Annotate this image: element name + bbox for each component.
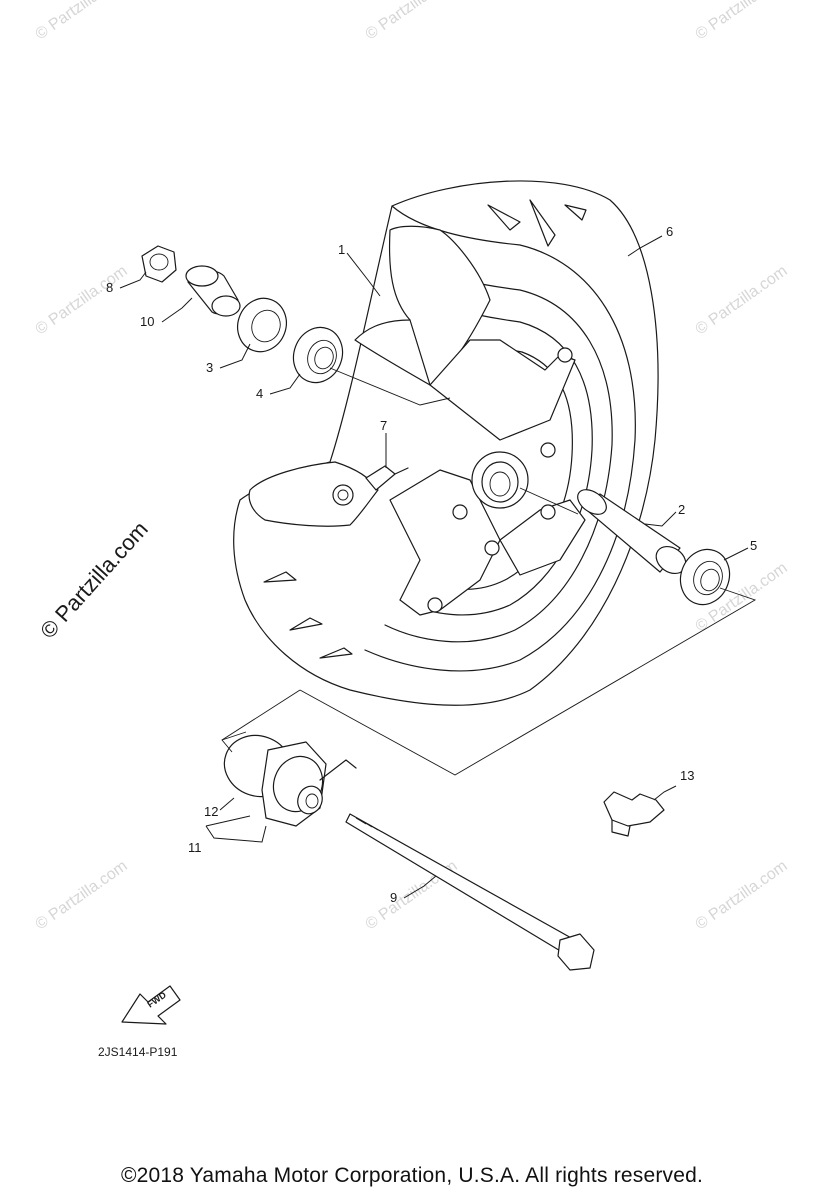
- part-8-nut: [141, 245, 177, 283]
- part-7-valve: [365, 465, 409, 491]
- callout-11[interactable]: 11: [188, 815, 267, 855]
- callout-label: 9: [390, 890, 397, 905]
- callout-label: 5: [750, 538, 757, 553]
- watermark-main: © Partzilla.com: [35, 516, 153, 643]
- callout-label: 4: [256, 386, 263, 401]
- callout-9[interactable]: 9: [390, 875, 437, 905]
- callout-label: 12: [204, 804, 218, 819]
- part-2-spacer: [577, 489, 687, 575]
- callout-12[interactable]: 12: [204, 797, 235, 819]
- copyright-notice: ©2018 Yamaha Motor Corporation, U.S.A. A…: [120, 1164, 704, 1187]
- callout-4[interactable]: 4: [256, 373, 301, 401]
- part-4-bearing: [292, 326, 344, 384]
- callout-label: 3: [206, 360, 213, 375]
- callout-10[interactable]: 10: [140, 297, 193, 329]
- assembly-guidelines: [221, 367, 757, 776]
- watermark: © Partzilla.com: [363, 0, 461, 43]
- callout-13[interactable]: 13: [653, 768, 694, 801]
- callout-label: 2: [678, 502, 685, 517]
- watermark: © Partzilla.com: [693, 858, 791, 934]
- callout-6[interactable]: 6: [627, 224, 673, 257]
- part-10-collar: [185, 265, 241, 317]
- watermark: © Partzilla.com: [33, 263, 131, 339]
- callout-label: 11: [188, 840, 202, 855]
- callout-label: 1: [338, 242, 345, 257]
- diagram-code: 2JS1414-P191: [98, 1045, 178, 1059]
- callout-8[interactable]: 8: [106, 271, 147, 295]
- watermark: © Partzilla.com: [33, 0, 131, 43]
- watermark: © Partzilla.com: [693, 263, 791, 339]
- callout-2[interactable]: 2: [644, 502, 685, 527]
- part-13-clip: [603, 791, 665, 837]
- fwd-arrow-icon: FWD: [121, 985, 181, 1025]
- part-11-12-gear-unit: [223, 734, 357, 827]
- part-5-bearing: [679, 548, 731, 606]
- wheel-drawing: [233, 180, 659, 706]
- watermark: © Partzilla.com: [693, 0, 791, 43]
- callout-label: 13: [680, 768, 694, 783]
- callout-7[interactable]: 7: [380, 418, 387, 468]
- callout-label: 8: [106, 280, 113, 295]
- callout-label: 10: [140, 314, 154, 329]
- callout-label: 6: [666, 224, 673, 239]
- callout-5[interactable]: 5: [723, 538, 757, 561]
- watermark: © Partzilla.com: [33, 858, 131, 934]
- part-3-oil-seal: [237, 297, 287, 353]
- callout-label: 7: [380, 418, 387, 433]
- callout-1[interactable]: 1: [338, 242, 381, 297]
- callout-3[interactable]: 3: [206, 343, 251, 375]
- part-9-axle: [345, 813, 595, 971]
